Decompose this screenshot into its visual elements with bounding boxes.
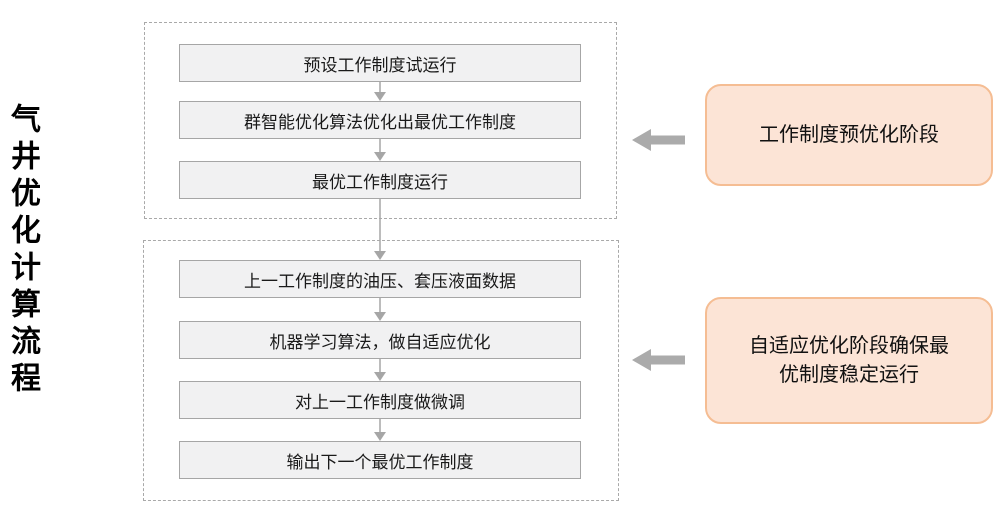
step-machine-learning: 机器学习算法，做自适应优化: [179, 321, 581, 359]
arrow-down-icon: [372, 419, 388, 441]
step-output-next-optimal: 输出下一个最优工作制度: [179, 441, 581, 479]
step-optimal-system-run: 最优工作制度运行: [179, 161, 581, 199]
arrow-left-icon: [632, 347, 685, 373]
page-title: 气井优化计算流程: [6, 103, 39, 399]
callout-line: 优制度稳定运行: [779, 363, 919, 386]
callout-pre-optimization-stage: 工作制度预优化阶段: [705, 84, 993, 186]
step-swarm-optimization: 群智能优化算法优化出最优工作制度: [179, 101, 581, 139]
arrow-left-icon: [632, 127, 685, 153]
arrow-down-icon: [372, 298, 388, 321]
arrow-down-icon: [372, 199, 388, 260]
arrow-down-icon: [372, 359, 388, 381]
step-fine-tune: 对上一工作制度做微调: [179, 381, 581, 419]
arrow-down-icon: [372, 82, 388, 101]
arrow-down-icon: [372, 139, 388, 161]
callout-adaptive-stage: 自适应优化阶段确保最 优制度稳定运行: [705, 297, 993, 424]
step-preset-trial-run: 预设工作制度试运行: [179, 44, 581, 82]
stage2-frame: [143, 240, 619, 501]
callout-line: 自适应优化阶段确保最: [749, 334, 949, 357]
callout-line: 工作制度预优化阶段: [759, 123, 939, 146]
step-previous-pressure-data: 上一工作制度的油压、套压液面数据: [179, 260, 581, 298]
